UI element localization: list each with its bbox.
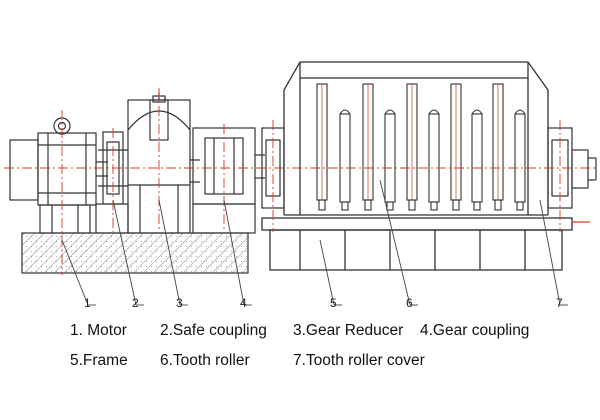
callout-labels: 1 2 3 4 5 6 7 <box>84 296 563 310</box>
callout-3: 3 <box>176 296 183 310</box>
legend-gear-coupling: 4.Gear coupling <box>420 322 530 339</box>
callout-2: 2 <box>132 296 139 310</box>
legend-frame: 5.Frame <box>70 352 128 369</box>
legend-safe-coupling: 2.Safe coupling <box>160 322 267 339</box>
foundation-base <box>21 232 249 274</box>
leader-line <box>379 179 411 306</box>
gear-coupling <box>192 127 265 234</box>
legend-gear-reducer: 3.Gear Reducer <box>293 322 404 339</box>
roller-tooth-tall <box>406 83 418 211</box>
roller-tooth-tall <box>362 83 374 211</box>
callout-1: 1 <box>84 296 91 310</box>
legend-tooth-roller-cover: 7.Tooth roller cover <box>293 352 425 369</box>
roller-tooth-tall <box>316 83 328 211</box>
roller-tooth-short <box>339 109 351 211</box>
leader-line <box>112 199 137 306</box>
legend-tooth-roller: 6.Tooth roller <box>160 352 250 369</box>
tooth-roller <box>316 83 526 211</box>
callout-6: 6 <box>406 296 413 310</box>
frame <box>261 217 590 271</box>
leader-line <box>61 239 89 306</box>
motor <box>9 117 108 234</box>
leader-line <box>223 199 245 306</box>
centerlines <box>4 88 598 275</box>
legend-motor: 1. Motor <box>70 322 127 339</box>
tooth-roller-cover <box>283 61 549 216</box>
leader-line <box>158 199 181 306</box>
gear-reducer <box>127 92 200 234</box>
safe-coupling <box>95 131 129 234</box>
leader-line <box>539 199 561 306</box>
roller-tooth-short <box>471 109 483 211</box>
roller-tooth-short <box>514 109 526 211</box>
leader-lines <box>61 179 568 306</box>
leader-line <box>319 239 335 306</box>
roller-tooth-tall <box>492 83 504 211</box>
callout-7: 7 <box>556 296 563 310</box>
callout-4: 4 <box>240 296 247 310</box>
callout-5: 5 <box>330 296 337 310</box>
roller-tooth-short <box>384 109 396 211</box>
roller-tooth-tall <box>450 83 462 211</box>
roller-tooth-short <box>428 109 440 211</box>
